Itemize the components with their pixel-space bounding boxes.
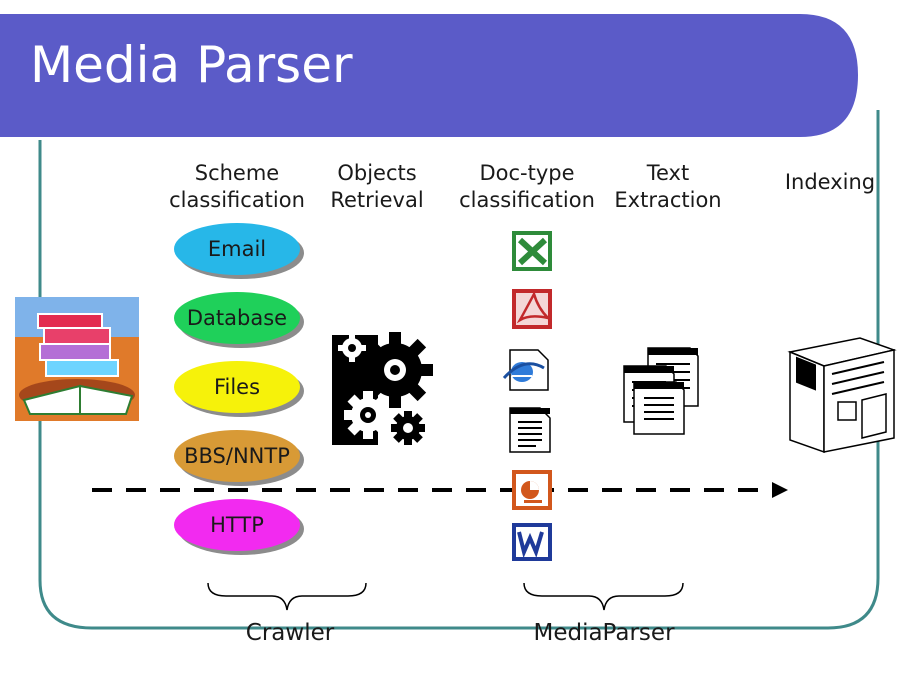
mediaparser-brace	[523, 582, 684, 611]
stage-header-line2: classification	[459, 188, 595, 212]
stage-header-line2: classification	[169, 188, 305, 212]
scheme-pill-files: Files	[174, 361, 300, 413]
flow-arrow-head	[772, 482, 788, 498]
group-label-crawler: Crawler	[245, 620, 335, 646]
crawler-brace	[207, 582, 367, 611]
text-document-icon	[509, 407, 551, 453]
stage-header-doctype: Doc-type classification	[447, 160, 607, 214]
scheme-pill-email: Email	[174, 223, 300, 275]
stage-header-line1: Doc-type	[479, 161, 575, 185]
page-title: Media Parser	[30, 36, 353, 94]
stage-header-line2: Extraction	[614, 188, 722, 212]
stage-header-indexing: Indexing	[772, 169, 888, 196]
scheme-label: Database	[186, 306, 288, 330]
frame-border	[38, 110, 880, 630]
scheme-label: BBS/NNTP	[184, 444, 290, 468]
stage-header-line2: Retrieval	[330, 188, 424, 212]
stage-header-line1: Text	[646, 161, 690, 185]
scheme-pill-bbs-nntp: BBS/NNTP	[174, 430, 300, 482]
stage-header-scheme: Scheme classification	[157, 160, 317, 214]
scheme-label: Files	[213, 375, 261, 399]
stage-header-objects: Objects Retrieval	[307, 160, 447, 214]
powerpoint-icon	[512, 470, 552, 510]
stage-header-text: Text Extraction	[600, 160, 736, 214]
pdf-icon	[512, 289, 552, 329]
html-icon	[502, 349, 549, 391]
stage-header-line1: Indexing	[784, 170, 876, 194]
server-icon	[787, 337, 897, 454]
scheme-pill-http: HTTP	[174, 499, 300, 551]
books-icon	[15, 297, 139, 421]
excel-icon	[512, 231, 552, 271]
title-bar	[0, 14, 858, 137]
group-label-mediaparser: MediaParser	[533, 620, 675, 646]
gears-icon	[332, 332, 433, 445]
stage-header-line1: Objects	[337, 161, 417, 185]
word-icon	[512, 523, 552, 561]
scheme-pill-database: Database	[174, 292, 300, 344]
text-documents-icon	[623, 347, 699, 435]
stage-header-line1: Scheme	[194, 161, 280, 185]
scheme-label: Email	[207, 237, 267, 261]
scheme-label: HTTP	[210, 513, 264, 537]
